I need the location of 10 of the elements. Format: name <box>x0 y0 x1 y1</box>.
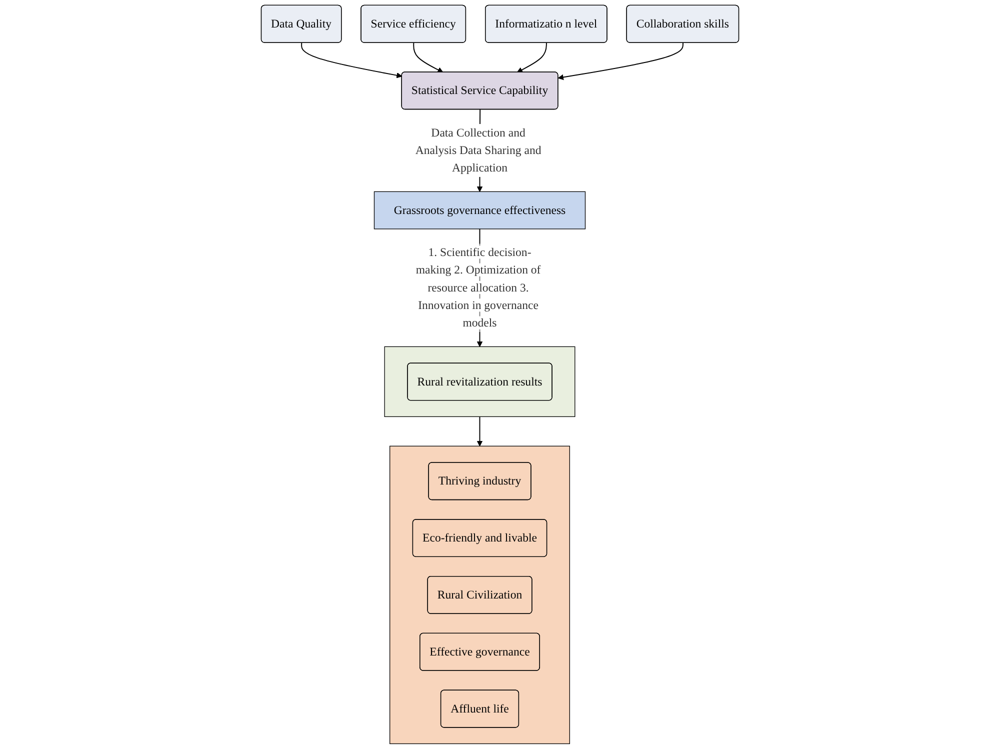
arrow <box>413 42 444 73</box>
arrow <box>476 416 483 446</box>
cluster <box>384 346 576 418</box>
arrow <box>558 42 684 80</box>
cluster <box>390 446 570 744</box>
edge-label: Data Collection and Analysis Data Sharing and Application <box>415 126 542 174</box>
node-box: Grassroots governance effectiveness <box>374 191 586 230</box>
arrow <box>301 42 402 78</box>
arrow <box>516 42 547 73</box>
edge-label: 1. Scientific decision-making 2. Optimization of resource allocation 3. Innovation in governance models <box>416 246 541 330</box>
